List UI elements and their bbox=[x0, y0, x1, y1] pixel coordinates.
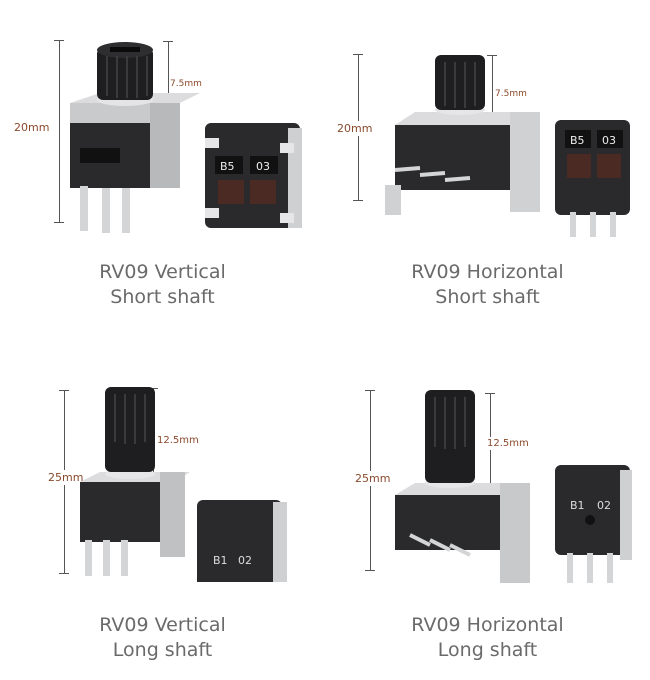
caption-title: RV09 Horizontal bbox=[411, 614, 564, 636]
shaft-height-dimension-line bbox=[168, 41, 169, 121]
dimension-cap bbox=[365, 570, 375, 571]
potentiometer-vertical-long-image: B1 02 bbox=[80, 387, 287, 582]
panel-vertical-short: 20mm 7.5mm B5 03 RV09 Vertical Short sha… bbox=[0, 0, 325, 340]
caption-title: RV09 Vertical bbox=[99, 614, 226, 636]
marking-left: B1 bbox=[570, 499, 585, 512]
caption-subtitle: Short shaft bbox=[110, 286, 215, 308]
dimension-cap bbox=[148, 388, 158, 389]
caption-subtitle: Long shaft bbox=[437, 639, 538, 661]
marking-right: 02 bbox=[597, 499, 611, 512]
marking-right: 02 bbox=[238, 554, 252, 567]
dimension-cap bbox=[54, 222, 64, 223]
panel-horizontal-short: 20mm 7.5mm B5 03 RV09 Horizontal Short s… bbox=[325, 0, 650, 340]
total-height-label: 20mm bbox=[337, 121, 373, 136]
dimension-cap bbox=[353, 200, 363, 201]
dimension-cap bbox=[59, 390, 69, 391]
dimension-cap bbox=[59, 573, 69, 574]
total-height-label: 25mm bbox=[355, 471, 391, 486]
caption-title: RV09 Vertical bbox=[99, 261, 226, 283]
panel-vertical-long: 25mm 12.5mm B1 02 RV09 Vertical Long sha… bbox=[0, 340, 325, 680]
dimension-cap bbox=[365, 390, 375, 391]
total-height-dimension-line bbox=[59, 40, 60, 222]
shaft-height-dimension-line bbox=[492, 55, 493, 123]
marking-left: B5 bbox=[220, 160, 235, 173]
dimension-cap bbox=[485, 393, 495, 394]
potentiometer-vertical-short-image: B5 03 bbox=[70, 42, 302, 233]
shaft-height-label: 12.5mm bbox=[487, 437, 529, 450]
dimension-cap bbox=[353, 54, 363, 55]
total-height-label: 20mm bbox=[14, 120, 50, 135]
marking-left: B5 bbox=[570, 134, 585, 147]
marking-right: 03 bbox=[256, 160, 270, 173]
shaft-height-label: 12.5mm bbox=[157, 434, 199, 447]
dimension-cap bbox=[54, 40, 64, 41]
shaft-height-label: 7.5mm bbox=[495, 88, 527, 100]
caption-subtitle: Long shaft bbox=[112, 639, 213, 661]
caption-subtitle: Short shaft bbox=[435, 286, 540, 308]
potentiometer-horizontal-long-image: B1 02 bbox=[395, 390, 632, 583]
potentiometer-horizontal-short-image: B5 03 bbox=[385, 55, 630, 237]
total-height-label: 25mm bbox=[48, 470, 84, 485]
dimension-cap bbox=[163, 41, 173, 42]
marking-right: 03 bbox=[602, 134, 616, 147]
shaft-height-label: 7.5mm bbox=[170, 78, 202, 90]
panel-horizontal-long: 25mm 12.5mm B1 02 RV09 Horizontal Long s… bbox=[325, 340, 650, 680]
marking-left: B1 bbox=[213, 554, 228, 567]
caption-title: RV09 Horizontal bbox=[411, 261, 564, 283]
dimension-cap bbox=[487, 55, 497, 56]
